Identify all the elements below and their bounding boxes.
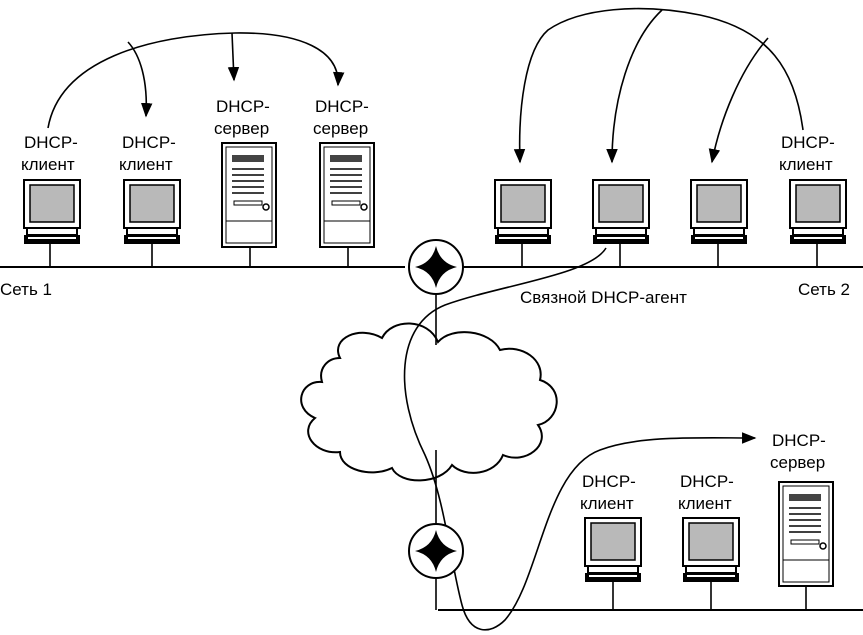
- workstation-icon: [123, 179, 181, 245]
- network-3-client-2[interactable]: DHCP- клиент: [678, 472, 740, 583]
- workstation-icon: [690, 179, 748, 245]
- workstation-icon: [789, 179, 847, 245]
- svg-text:сервер: сервер: [770, 453, 825, 472]
- relay-path-arrow: [403, 247, 757, 631]
- server-icon: [778, 481, 834, 587]
- network-2-workstation-relay[interactable]: [592, 179, 650, 245]
- relay-agent-label: Связной DHCP-агент: [520, 288, 687, 307]
- svg-text:DHCP-: DHCP-: [122, 133, 176, 152]
- network-2-client[interactable]: DHCP- клиент: [779, 133, 847, 245]
- network-1-server-1[interactable]: DHCP- сервер: [214, 97, 277, 248]
- network-3-server[interactable]: DHCP- сервер: [770, 431, 834, 587]
- workstation-icon: [494, 179, 552, 245]
- network-1-server-2[interactable]: DHCP- сервер: [313, 97, 375, 248]
- svg-text:клиент: клиент: [119, 155, 173, 174]
- network-2-workstation-3[interactable]: [690, 179, 748, 245]
- network-3-client-1[interactable]: DHCP- клиент: [580, 472, 642, 583]
- network-1-client-2[interactable]: DHCP- клиент: [119, 133, 181, 245]
- cloud-icon: [300, 322, 558, 482]
- workstation-icon: [592, 179, 650, 245]
- network-2-broadcast-arrows: [513, 7, 804, 164]
- svg-text:DHCP-: DHCP-: [680, 472, 734, 491]
- svg-text:клиент: клиент: [580, 494, 634, 513]
- network-1-client-1[interactable]: DHCP- клиент: [21, 133, 81, 245]
- svg-text:DHCP-: DHCP-: [781, 133, 835, 152]
- network-1-label: Сеть 1: [0, 280, 52, 299]
- server-icon: [319, 142, 375, 248]
- svg-text:сервер: сервер: [313, 119, 368, 138]
- network-2-label: Сеть 2: [798, 280, 850, 299]
- router-icon[interactable]: [408, 523, 464, 579]
- svg-text:DHCP-: DHCP-: [772, 431, 826, 450]
- svg-text:DHCP-: DHCP-: [315, 97, 369, 116]
- svg-text:клиент: клиент: [678, 494, 732, 513]
- workstation-icon: [584, 517, 642, 583]
- server-icon: [221, 142, 277, 248]
- svg-text:сервер: сервер: [214, 119, 269, 138]
- svg-text:DHCP-: DHCP-: [582, 472, 636, 491]
- svg-text:клиент: клиент: [21, 155, 75, 174]
- network-1-broadcast-arrows: [47, 32, 345, 129]
- network-2-workstation-1[interactable]: [494, 179, 552, 245]
- svg-text:клиент: клиент: [779, 155, 833, 174]
- svg-text:DHCP-: DHCP-: [24, 133, 78, 152]
- svg-text:DHCP-: DHCP-: [216, 97, 270, 116]
- router-icon[interactable]: [408, 239, 464, 295]
- workstation-icon: [23, 179, 81, 245]
- workstation-icon: [682, 517, 740, 583]
